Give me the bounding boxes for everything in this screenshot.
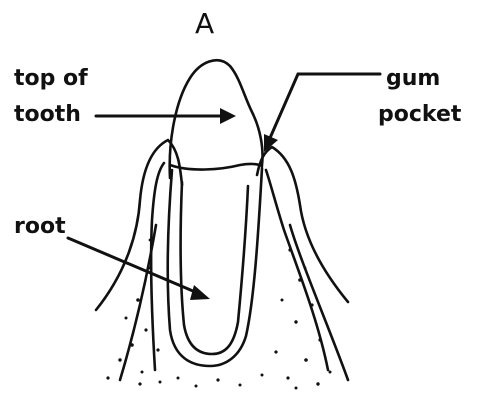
arrowhead-top-of-tooth [220,108,236,124]
label-gum-pocket-line1: gum [386,68,440,90]
arrow-gum-pocket [270,74,380,138]
tooth-crown [170,60,263,178]
label-top-of-tooth-line2: tooth [14,104,81,126]
bone-outline-right [290,225,348,380]
tooth-root-inner [181,182,248,354]
label-gum-pocket-line2: pocket [378,104,461,126]
arrowhead-root [190,285,210,300]
figure-letter: A [195,10,214,38]
bone-stipple [106,239,331,390]
gum-inner-left [151,163,164,370]
label-top-of-tooth-line1: top of [14,68,88,90]
tooth-neck-line [170,164,262,170]
label-root: root [14,216,66,238]
